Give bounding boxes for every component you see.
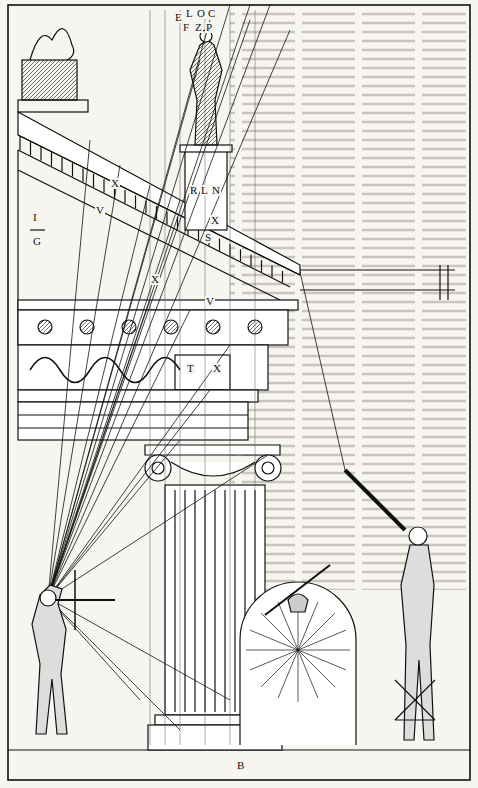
sight-ray [48, 390, 210, 598]
sight-ray [48, 310, 190, 598]
letter-label: I [32, 212, 38, 223]
dentil [282, 271, 283, 283]
fan-line [298, 650, 318, 698]
letter-label: O [196, 8, 206, 19]
letter-label: X [150, 274, 160, 285]
dentil [261, 260, 262, 272]
letter-label: N [211, 185, 221, 196]
letter-label: G [32, 236, 42, 247]
flute [234, 490, 235, 712]
sight-ray [48, 5, 250, 598]
fan-line [298, 650, 299, 702]
plumb-line [180, 10, 181, 745]
sight-ray [48, 455, 268, 598]
letter-label: P [205, 22, 213, 33]
flute [214, 490, 215, 712]
dentil [240, 249, 241, 261]
sight-ray [48, 200, 180, 598]
fan-line [298, 630, 346, 650]
fan-line [261, 650, 298, 687]
dentil [124, 190, 125, 203]
dentil [51, 152, 52, 166]
letter-label: F [182, 22, 190, 33]
fan-line [298, 650, 335, 687]
dentil [250, 255, 251, 267]
flute [194, 490, 195, 712]
sight-ray [48, 440, 180, 598]
sight-ray [48, 185, 150, 598]
dentil [61, 158, 62, 172]
dentil [72, 163, 73, 177]
dentil [135, 195, 136, 208]
flute [224, 490, 225, 712]
flute [174, 490, 175, 712]
dentil [271, 266, 272, 278]
letter-label: L [200, 185, 209, 196]
plumb-line [230, 10, 231, 745]
sight-ray [48, 20, 250, 598]
sight-ray [48, 30, 290, 598]
dentil [93, 174, 94, 187]
letter-label: V [95, 205, 105, 216]
letter-label: R [189, 185, 198, 196]
dentil [19, 136, 20, 150]
dentil [82, 168, 83, 181]
lion-head [164, 320, 178, 334]
fan-line [250, 650, 298, 670]
sight-ray [48, 20, 210, 598]
sight-ray [300, 272, 345, 470]
fan-line [298, 650, 350, 651]
letter-label: T [186, 363, 195, 374]
fan-line [246, 650, 298, 651]
sight-ray [48, 598, 180, 730]
letter-label: X [212, 363, 222, 374]
letter-label: B [236, 760, 245, 771]
fan-line [298, 613, 335, 650]
dentil [219, 239, 220, 251]
lion-head [38, 320, 52, 334]
letter-label: V [205, 296, 215, 307]
plumb-line [150, 10, 151, 745]
plumb-line [165, 10, 166, 745]
letter-label: L [185, 8, 194, 19]
sight-ray [48, 345, 230, 598]
letter-label: X [110, 178, 120, 189]
plumb-line [205, 10, 206, 745]
fan-line [261, 613, 298, 650]
letter-label: C [207, 8, 216, 19]
sight-ray [48, 5, 270, 598]
lion-head [206, 320, 220, 334]
dentil [103, 179, 104, 192]
dentil [166, 212, 167, 225]
letter-label: S [204, 232, 212, 243]
sight-ray [48, 5, 230, 598]
dentil [30, 141, 31, 155]
letter-label: X [210, 215, 220, 226]
letter-label: Z [194, 22, 203, 33]
dentil [40, 147, 41, 161]
flute [184, 490, 185, 712]
